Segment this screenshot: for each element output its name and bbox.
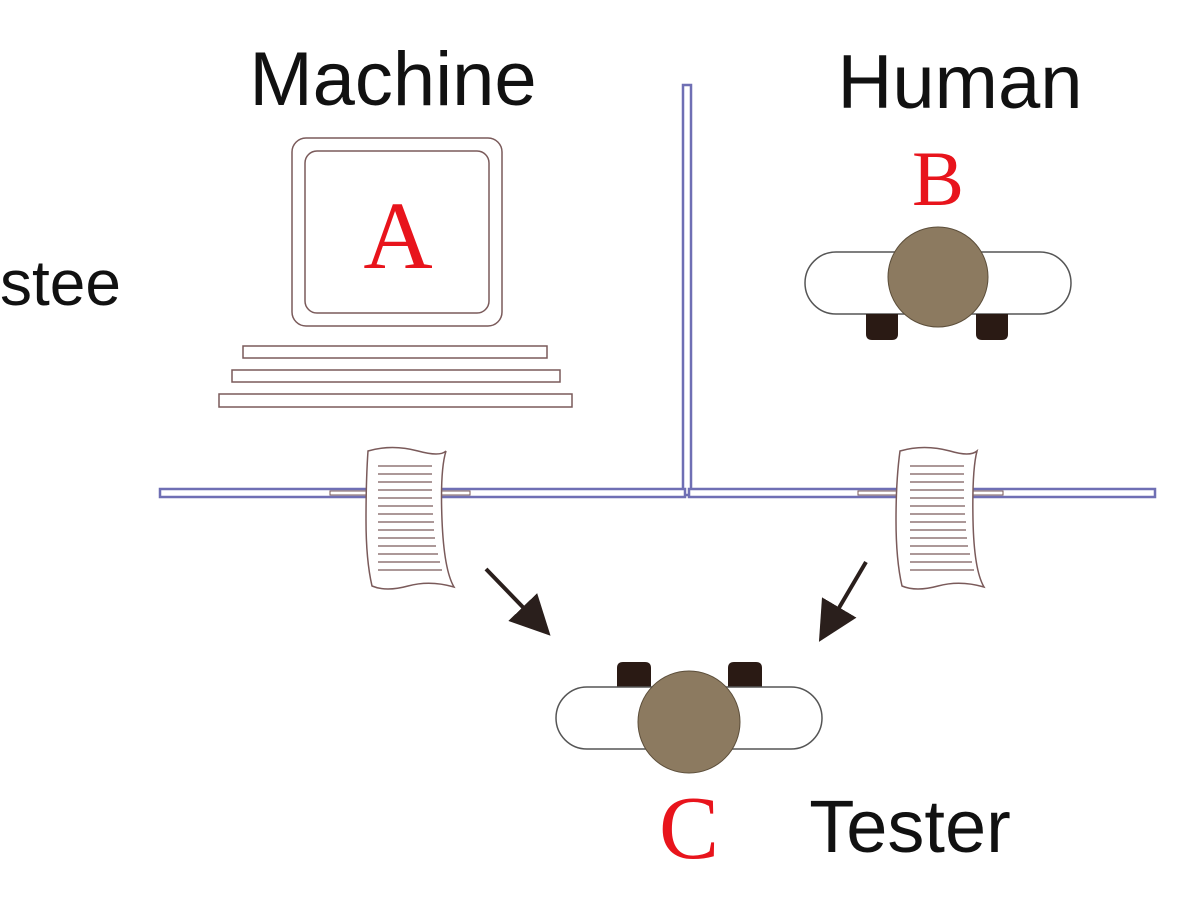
human-right-hand: [976, 314, 1008, 340]
human-left-hand: [866, 314, 898, 340]
role-c-letter: C: [659, 779, 719, 878]
message-lines-right: [910, 465, 974, 571]
paper-document-icon: [365, 446, 456, 590]
person-top-view-icon: [555, 662, 823, 774]
tester-label: Tester: [809, 785, 1011, 868]
message-lines-left: [378, 465, 442, 571]
message-paper-left: [365, 446, 456, 590]
paper-document-icon: [895, 446, 986, 590]
vertical-wall: [681, 83, 693, 497]
person-top-view-icon: [804, 226, 1072, 340]
human-label: Human: [838, 40, 1083, 125]
arrow-icon: [818, 560, 868, 642]
monitor-inner: [304, 150, 490, 314]
role-a-letter: A: [363, 182, 432, 289]
tester-head: [637, 670, 741, 774]
tester-left-hand: [617, 662, 651, 688]
role-b-letter: B: [912, 135, 964, 222]
keyboard-row-2: [231, 369, 561, 383]
keyboard-row-3: [218, 393, 573, 408]
arrow-icon: [484, 567, 551, 636]
machine-label: Machine: [249, 37, 536, 122]
testee-label: stee: [0, 247, 121, 319]
tester-right-hand: [728, 662, 762, 688]
message-paper-right: [895, 446, 986, 590]
keyboard-row-1: [242, 345, 548, 359]
human-head: [887, 226, 989, 328]
computer-terminal-icon: [218, 137, 573, 408]
